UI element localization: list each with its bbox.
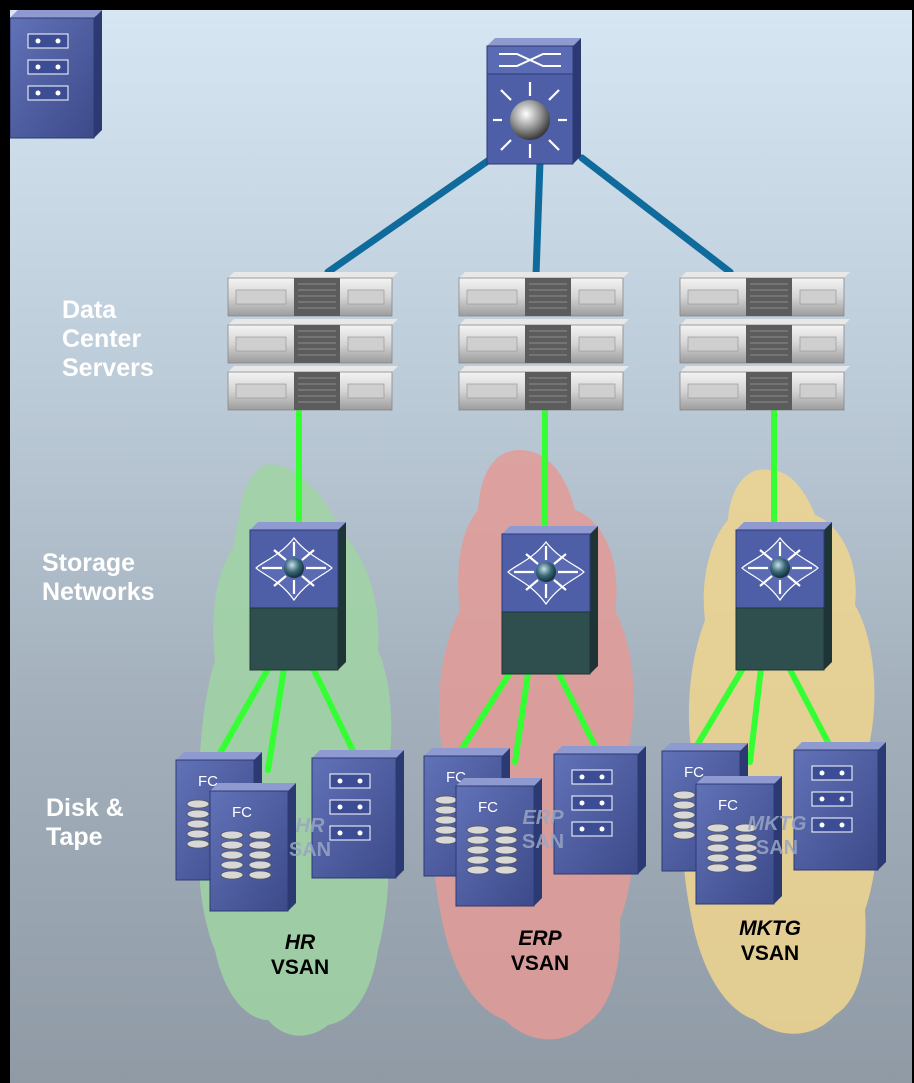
tape-library-icon — [10, 10, 102, 139]
fc-links — [212, 405, 835, 773]
uplinks — [324, 154, 734, 279]
core-switch-icon — [486, 38, 581, 165]
server-rack-icon — [227, 271, 851, 411]
fabric-switch-icon — [249, 520, 834, 676]
label-disk-tape: Disk &Tape — [46, 794, 124, 851]
